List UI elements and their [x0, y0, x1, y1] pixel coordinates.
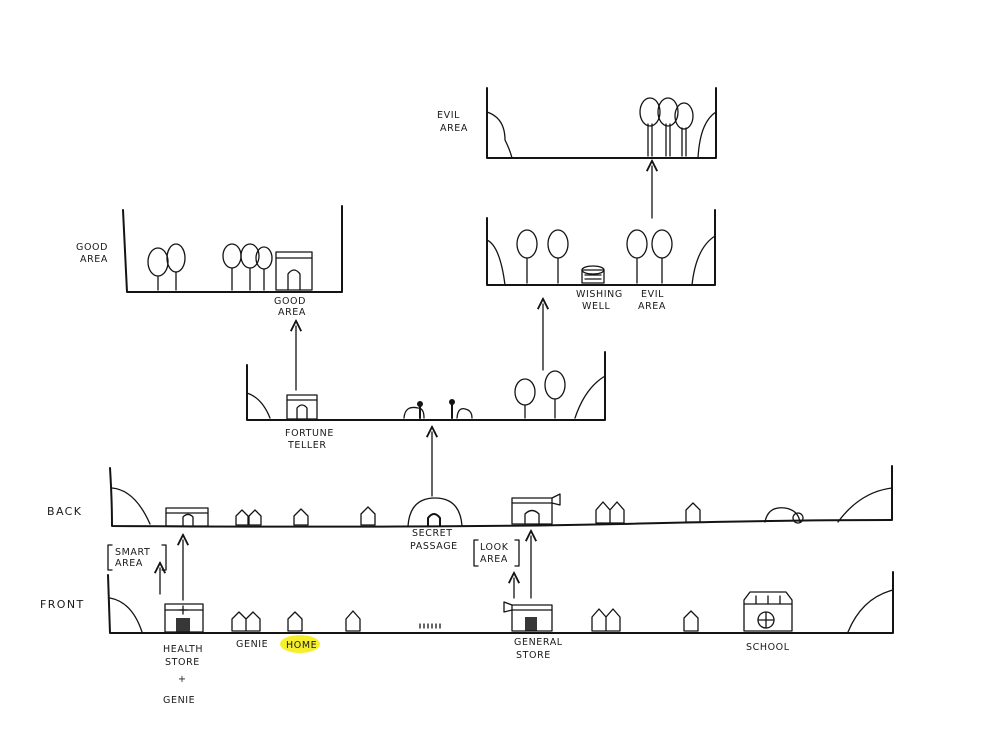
look-area-line1: LOOK: [480, 542, 509, 553]
look-area-bracket: LOOK AREA: [473, 539, 520, 567]
good-sign-line2: AREA: [278, 307, 306, 318]
hill-left: [486, 239, 506, 286]
house-icons-front-right: [591, 608, 699, 632]
hill-right: [847, 589, 894, 633]
trees-cluster: [639, 97, 694, 157]
front-street-panel: [107, 571, 894, 634]
bush-icon: [764, 507, 804, 524]
home-label-group: HOME: [280, 635, 320, 653]
evil-side-line2: AREA: [440, 123, 468, 134]
house-icons-back-right: [595, 501, 701, 524]
trees-middle: [222, 243, 273, 291]
good-sign-line1: GOOD: [274, 296, 306, 307]
general-store-back-icon: [511, 493, 561, 525]
health-store-icon: [164, 603, 204, 633]
good-side-line1: GOOD: [76, 242, 108, 253]
trees-left: [147, 243, 186, 291]
look-area-line2: AREA: [480, 554, 508, 565]
secret-passage-label: SECRET PASSAGE: [410, 528, 458, 552]
good-area-sign-label: GOOD AREA: [274, 296, 306, 318]
secret-passage-cave-icon: [407, 497, 463, 527]
trees-right: [514, 370, 566, 419]
general-store-line1: GENERAL: [514, 637, 563, 648]
smart-area-line1: SMART: [115, 547, 150, 558]
health-store-label: HEALTH STORE + GENIE: [163, 644, 203, 706]
school-label: SCHOOL: [746, 642, 790, 653]
wishing-well-line2: WELL: [582, 301, 610, 312]
hill-left: [109, 597, 143, 633]
evil-area-side-label: EVIL AREA: [437, 110, 468, 134]
hill-left: [246, 392, 271, 419]
back-row-label: BACK: [47, 505, 82, 518]
hill-right: [574, 375, 606, 419]
trees-left: [516, 229, 569, 284]
health-store-line4: GENIE: [163, 695, 195, 706]
hill-right: [837, 487, 893, 523]
general-store-label: GENERAL STORE: [514, 637, 563, 661]
health-store-line1: HEALTH: [163, 644, 203, 655]
good-area-side-label: GOOD AREA: [76, 242, 108, 265]
evil-side-line1: EVIL: [437, 110, 460, 121]
smart-area-line2: AREA: [115, 558, 143, 569]
secret-passage-line2: PASSAGE: [410, 541, 458, 552]
general-store-line2: STORE: [516, 650, 551, 661]
front-row-label: FRONT: [40, 598, 85, 611]
fortune-teller-icon: [286, 394, 318, 420]
good-side-line2: AREA: [80, 254, 108, 265]
smart-store-back-icon: [165, 507, 209, 527]
character-right-icon: [449, 399, 473, 419]
house-icons-front-left: [231, 610, 361, 632]
home-label: HOME: [286, 640, 317, 651]
evil-area-panel: [486, 87, 717, 159]
evil-sign-line1: EVIL: [641, 289, 664, 300]
health-store-line2: STORE: [165, 657, 200, 668]
home-highlight: [280, 635, 320, 653]
school-icon: [743, 591, 793, 632]
fence-icon: [419, 623, 441, 629]
hill-right: [691, 235, 716, 286]
secret-level-panel: [246, 351, 606, 421]
wishing-well-panel: [486, 209, 716, 286]
hill-right: [697, 111, 717, 159]
health-store-line3: +: [178, 674, 187, 685]
genie-label: GENIE: [236, 639, 268, 650]
fortune-teller-line1: FORTUNE: [285, 428, 334, 439]
fortune-teller-label: FORTUNE TELLER: [285, 428, 334, 451]
hill-left: [486, 111, 513, 159]
hill-left: [111, 487, 151, 525]
secret-passage-line1: SECRET: [412, 528, 453, 539]
back-street-panel: [109, 465, 893, 528]
fortune-teller-line2: TELLER: [287, 440, 327, 451]
wishing-well-icon: [581, 265, 605, 284]
house-icons-back-left: [235, 506, 376, 526]
wishing-well-line1: WISHING: [576, 289, 623, 300]
wishing-well-label: WISHING WELL: [576, 289, 623, 312]
evil-sign-line2: AREA: [638, 301, 666, 312]
evil-area-sign-label: EVIL AREA: [638, 289, 666, 312]
character-left-icon: [403, 401, 425, 419]
trees-right: [626, 229, 673, 284]
good-area-panel: [122, 205, 343, 293]
general-store-icon: [503, 601, 553, 632]
smart-area-bracket: SMART AREA: [107, 544, 167, 571]
good-area-building-icon: [275, 251, 313, 291]
